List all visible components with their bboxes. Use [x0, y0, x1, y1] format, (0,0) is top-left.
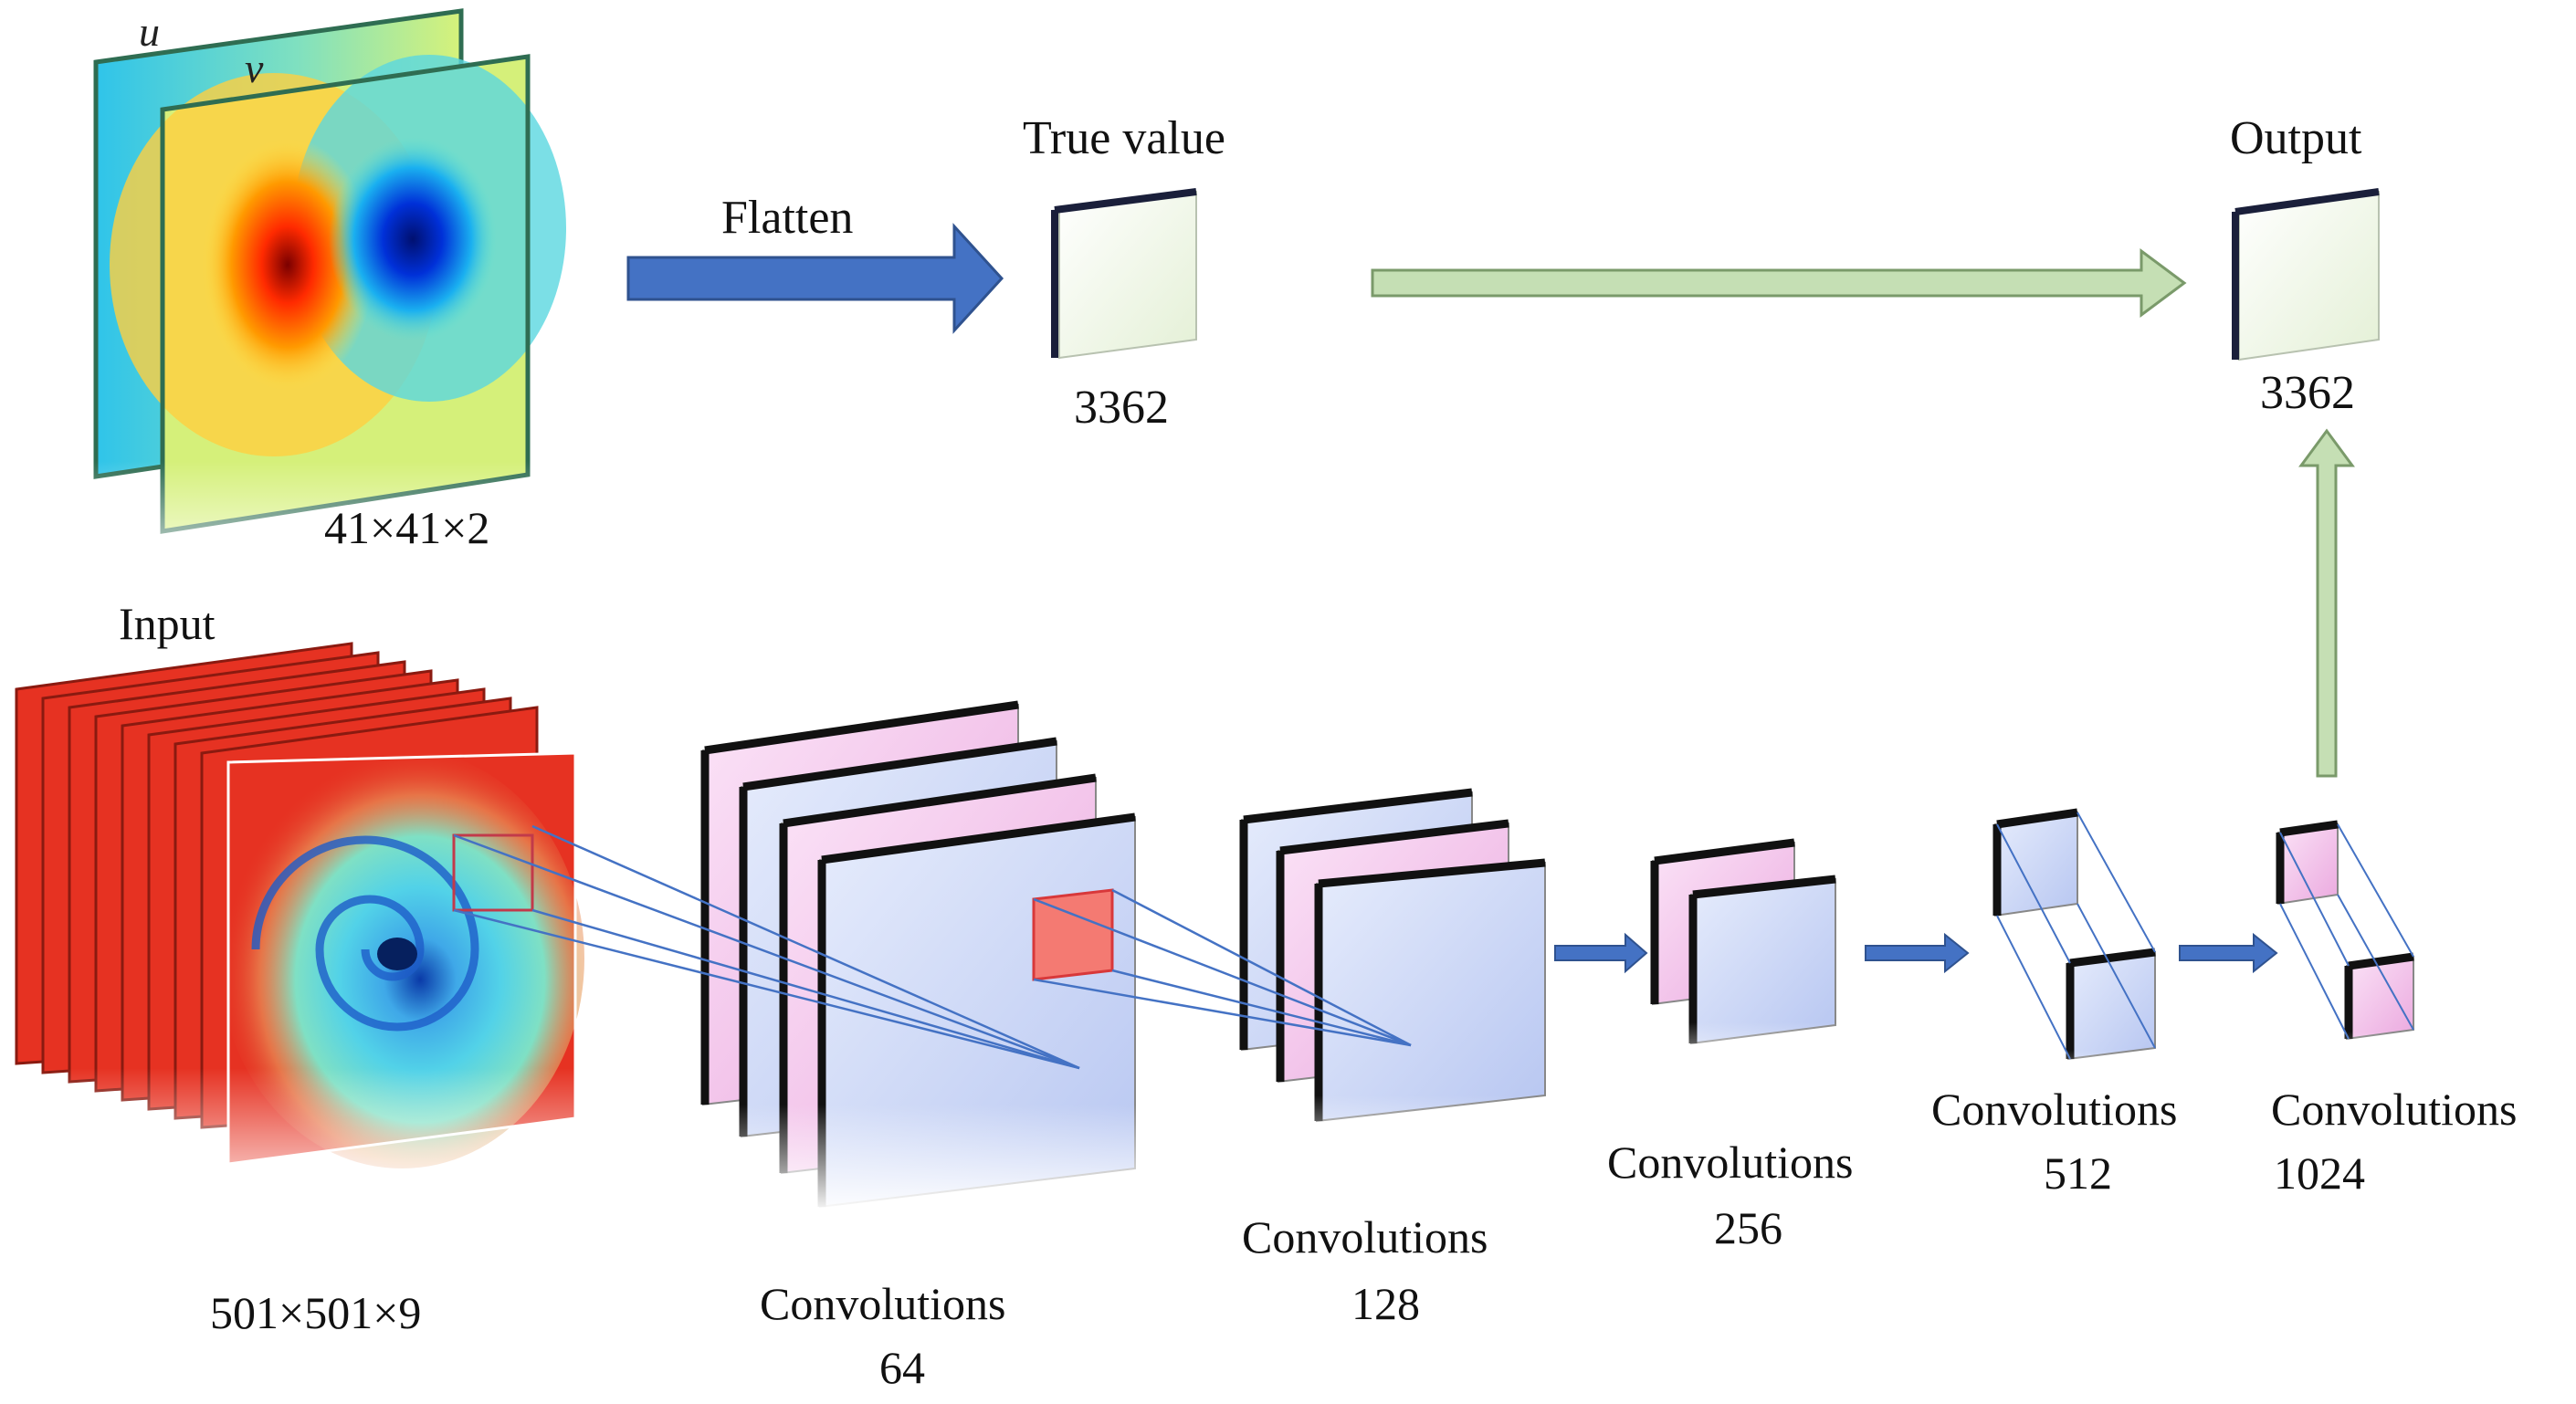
feature-map: [1314, 858, 1546, 1123]
conv1024-block: Convolutions 1024: [2271, 820, 2517, 1199]
input-label: Input: [119, 598, 216, 649]
downsample-arrow: [2179, 932, 2278, 974]
input-size-label: 501×501×9: [210, 1287, 421, 1338]
conv512-size: 512: [2044, 1147, 2112, 1199]
conv256-name: Convolutions: [1607, 1137, 1853, 1188]
conv512-name: Convolutions: [1931, 1084, 2177, 1135]
downsample-arrow: [1865, 932, 1970, 974]
conv256-size: 256: [1714, 1202, 1782, 1253]
conv1024-name: Convolutions: [2271, 1084, 2517, 1135]
downsample-arrow: [1554, 932, 1648, 974]
conv1024-size: 1024: [2274, 1147, 2365, 1199]
conv512-block: Convolutions 512: [1931, 808, 2177, 1199]
conv64-size: 64: [879, 1342, 925, 1393]
v-component-map: v: [110, 45, 566, 534]
true-to-output-arrow: [1371, 248, 2187, 318]
conv64-name: Convolutions: [760, 1278, 1005, 1329]
input-receptive-field: [452, 833, 534, 912]
conv64-block: Convolutions 64: [694, 700, 1151, 1393]
flatten-arrow: Flatten: [626, 192, 1004, 334]
conv128-size: 128: [1351, 1278, 1420, 1329]
conv256-block: Convolutions 256: [1607, 838, 1853, 1253]
wind-field-uv: u v 41×41×2: [91, 8, 566, 598]
flatten-label: Flatten: [721, 192, 853, 244]
conv128-name: Convolutions: [1242, 1211, 1488, 1263]
u-label: u: [139, 8, 160, 55]
feature-map: [2276, 820, 2339, 906]
feature-map: [2344, 952, 2414, 1041]
conv-to-output-arrow: [2298, 428, 2355, 778]
receptive-field-lines: [453, 824, 1412, 1070]
true-value-size-label: 3362: [1074, 382, 1169, 434]
true-value-label: True value: [1023, 112, 1225, 164]
conv128-block: Convolutions 128: [1233, 788, 1561, 1329]
v-label: v: [245, 45, 264, 91]
field-size-label: 41×41×2: [324, 502, 489, 553]
true-value-vector: True value 3362: [1023, 112, 1225, 434]
feature-map: [1688, 875, 1836, 1045]
output-label: Output: [2230, 112, 2362, 164]
satellite-frame-front: [219, 749, 584, 1168]
output-vector: Output 3362: [2228, 112, 2383, 419]
output-size-label: 3362: [2260, 367, 2355, 419]
input-image-stack: Input 501×501×9: [9, 598, 594, 1338]
